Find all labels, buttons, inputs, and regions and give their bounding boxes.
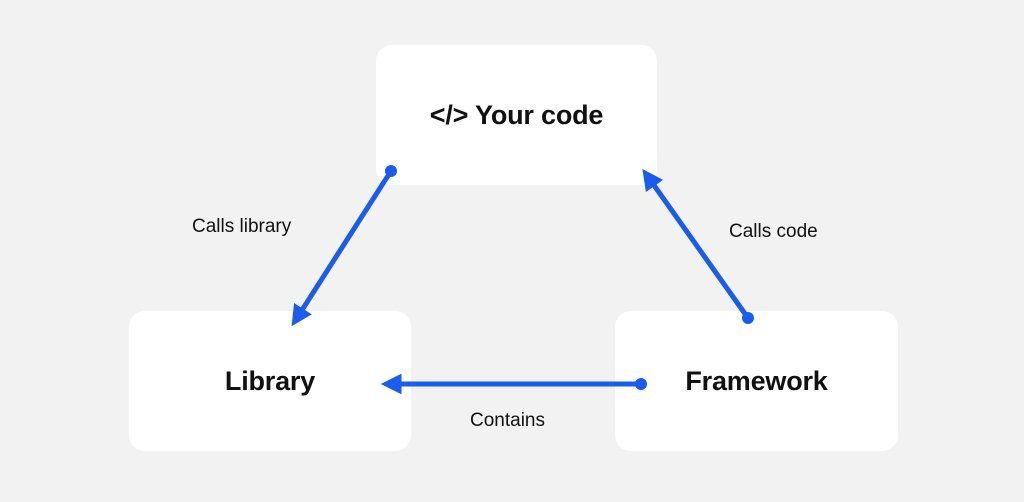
calls-library-label: Calls library — [192, 216, 292, 237]
arrow-contains — [380, 373, 647, 395]
framework-node: Framework — [615, 311, 898, 451]
arrow-calls-code — [642, 168, 754, 324]
framework-label: Framework — [685, 365, 828, 396]
contains-label: Contains — [470, 410, 545, 431]
arrow-calls-library — [291, 165, 397, 327]
your-code-node: </> Your code — [376, 45, 657, 185]
your-code-label: </> Your code — [429, 99, 604, 130]
library-node: Library — [129, 311, 411, 451]
calls-code-label: Calls code — [729, 221, 818, 242]
library-label: Library — [224, 365, 316, 396]
